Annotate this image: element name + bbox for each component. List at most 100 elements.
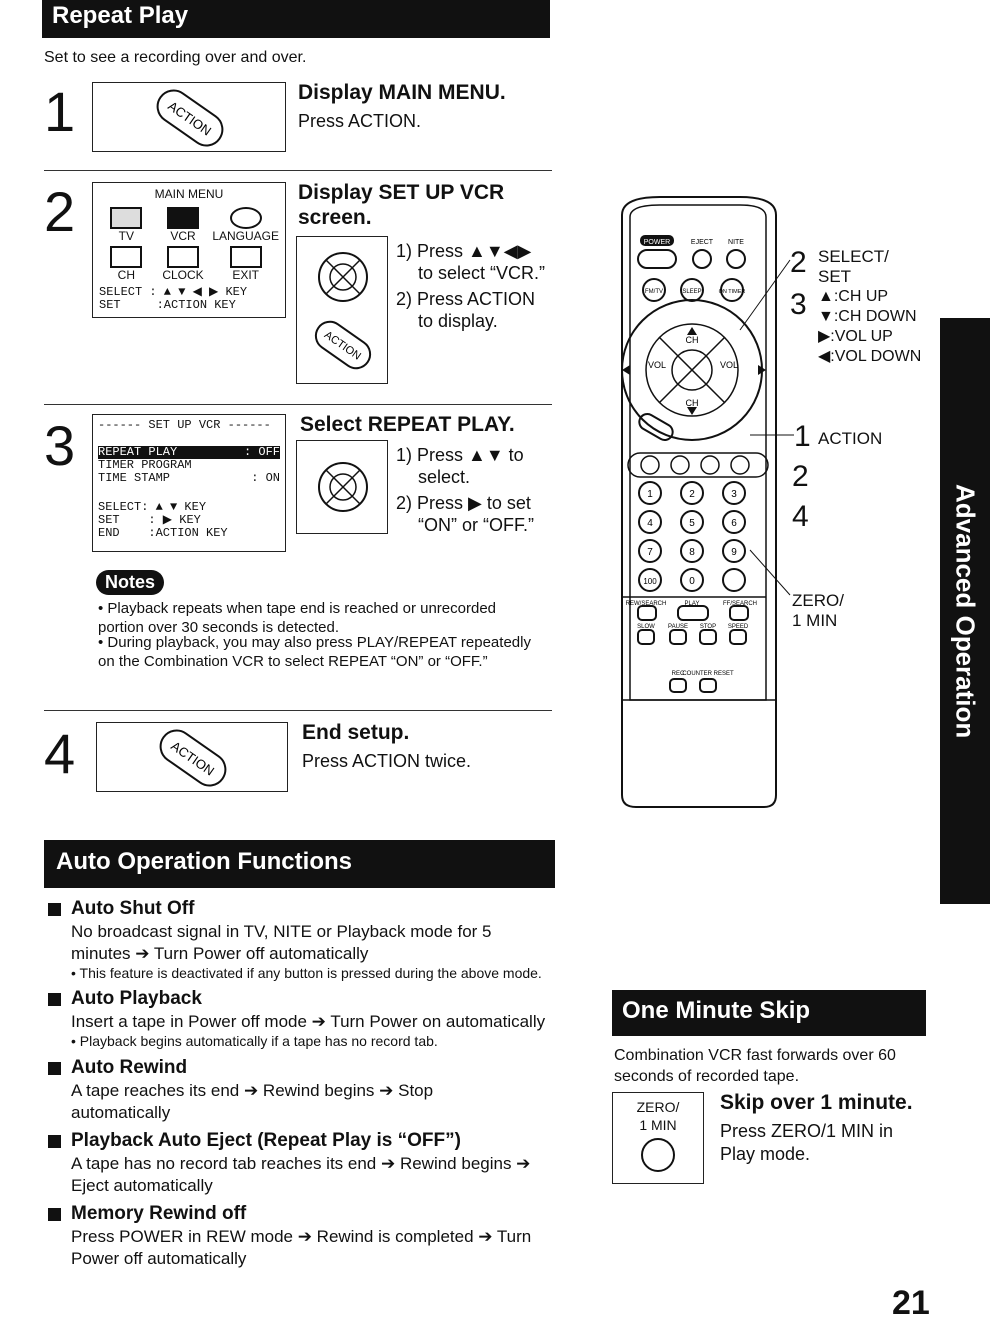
action-button[interactable] [636, 411, 675, 443]
nite-button[interactable] [726, 249, 746, 269]
list-item: Auto Rewind A tape reaches its end ➔ Rew… [48, 1057, 548, 1124]
svg-text:SPEED: SPEED [728, 624, 749, 630]
callout-2b-number: 2 [792, 460, 809, 493]
step-3-line3: 2) Press ▶ to set [396, 493, 531, 513]
vcr-menu-icon: VCR [156, 207, 211, 243]
callout-3-number: 3 [790, 288, 807, 321]
svg-text:COUNTER RESET: COUNTER RESET [682, 671, 734, 677]
index-button[interactable] [670, 455, 690, 475]
step-2-title: Display SET UP VCR screen. [298, 181, 505, 230]
main-menu-screen: MAIN MENU TV VCR LANGUAGE CH CLOCK EXIT … [92, 182, 286, 318]
callout-ch-up: ▲:CH UP [818, 288, 889, 305]
direction-pad-icon [318, 462, 368, 512]
svg-text:VOL: VOL [648, 360, 666, 370]
rec-button[interactable] [669, 678, 687, 693]
action-button-icon: ACTION [314, 320, 372, 370]
one-minute-skip-title: One Minute Skip [622, 997, 811, 1024]
svg-text:STOP: STOP [700, 624, 716, 630]
svg-text:REC: REC [672, 671, 685, 677]
fm-tv-button[interactable] [642, 278, 666, 302]
callout-ch-down: ▼:CH DOWN [818, 308, 917, 325]
one-minute-skip-intro: Combination VCR fast forwards over 60 se… [614, 1047, 896, 1085]
step-4-text: Press ACTION twice. [302, 751, 472, 771]
callout-2-number: 2 [790, 246, 807, 279]
skip-step-title: Skip over 1 minute. [720, 1091, 913, 1114]
transport-buttons[interactable] [637, 605, 749, 645]
svg-text:CH: CH [686, 398, 699, 408]
direction-pad-icon [318, 252, 368, 302]
tape-position-button[interactable] [700, 455, 720, 475]
exit-menu-icon: EXIT [212, 245, 279, 282]
one-minute-skip-header: One Minute Skip [612, 990, 926, 1036]
power-oval-button[interactable] [637, 249, 677, 269]
main-menu-title: MAIN MENU [154, 187, 224, 201]
repeat-play-intro: Set to see a recording over and over. [44, 49, 307, 66]
skip-step-text: Press ZERO/1 MIN in Play mode. [720, 1121, 894, 1165]
zero-1min-box: ZERO/ 1 MIN [612, 1092, 704, 1184]
step-3-line4: “ON” or “OFF.” [418, 515, 534, 535]
eject-button[interactable] [692, 249, 712, 269]
step-1-action-box: ACTION [92, 82, 286, 152]
step-1-number: 1 [44, 80, 76, 143]
step-3-title: Select REPEAT PLAY. [300, 413, 515, 436]
zero-1min-button[interactable] [640, 455, 660, 475]
svg-text:2: 2 [689, 489, 695, 500]
svg-text:6: 6 [731, 518, 737, 529]
language-menu-icon: LANGUAGE [212, 207, 279, 243]
counter-reset-button[interactable] [699, 678, 717, 693]
step-2-line4: to display. [418, 311, 498, 331]
notes-item: • Playback repeats when tape end is reac… [98, 600, 496, 636]
step-1-title: Display MAIN MENU. [298, 81, 506, 104]
page-number: 21 [892, 1284, 930, 1320]
bottom-labels: REC COUNTER RESET [672, 671, 734, 677]
main-menu-select-line: SELECT : ▲ ▼ ◀ ▶ KEY [99, 285, 248, 300]
svg-text:FF/SEARCH: FF/SEARCH [723, 601, 757, 607]
tv-menu-icon: TV [99, 207, 154, 243]
setup-set-line: SET : ▶ KEY [98, 513, 201, 527]
divider [44, 170, 552, 171]
bullet-square-icon [48, 903, 61, 916]
transport-labels: REW/SEARCH PLAY FF/SEARCH SLOW PAUSE STO… [626, 601, 757, 630]
step-3-line2: select. [418, 467, 471, 487]
on-timer-button[interactable] [720, 278, 744, 302]
svg-text:CH: CH [686, 335, 699, 345]
svg-text:5: 5 [689, 518, 695, 529]
svg-text:PAUSE: PAUSE [668, 624, 688, 630]
direction-pad[interactable]: CH CH VOL VOL [621, 299, 766, 441]
svg-text:FM/TV: FM/TV [645, 289, 663, 295]
setup-menu-title: ------ SET UP VCR ------ [98, 418, 271, 432]
repeat-play-header: Repeat Play [42, 0, 550, 38]
step-4-action-box: ACTION [96, 722, 288, 792]
repeat-play-title: Repeat Play [52, 2, 189, 29]
step-4-number: 4 [44, 722, 76, 785]
list-item: Auto Playback Insert a tape in Power off… [48, 988, 548, 1050]
list-item: Playback Auto Eject (Repeat Play is “OFF… [48, 1130, 548, 1197]
svg-text:SLOW: SLOW [637, 624, 655, 630]
main-menu-set-line: SET :ACTION KEY [99, 298, 236, 313]
callout-vol-up: ▶:VOL UP [818, 328, 893, 345]
power-button[interactable]: POWER [640, 235, 674, 246]
auto-ops-list: Auto Shut Off No broadcast signal in TV,… [48, 898, 548, 1270]
svg-text:9: 9 [731, 547, 737, 558]
eject-label: EJECT [691, 239, 714, 246]
callout-1-number: 1 [794, 420, 811, 453]
time-stamp-row: TIME STAMP: ON [98, 471, 280, 485]
nite-label: NITE [728, 239, 744, 246]
auto-ops-header: Auto Operation Functions [44, 840, 555, 888]
bullet-square-icon [48, 1134, 61, 1148]
display-button[interactable] [730, 455, 750, 475]
step-3-line1: 1) Press ▲▼ to [396, 445, 524, 465]
function-row [627, 452, 769, 478]
timer-program-row: TIMER PROGRAM [98, 458, 192, 472]
digit-keypad[interactable]: 1 2 3 4 5 6 7 8 9 100 0 [638, 481, 746, 592]
divider [44, 404, 552, 405]
advanced-operation-tab: Advanced Operation [940, 318, 990, 904]
remote-control-diagram: POWER EJECT NITE FM/TV SLEEP ON TIMER CH… [621, 196, 777, 808]
svg-text:8: 8 [689, 547, 695, 558]
step-4-title: End setup. [302, 721, 410, 744]
setup-select-line: SELECT: ▲ ▼ KEY [98, 500, 207, 514]
bullet-square-icon [48, 1061, 61, 1075]
divider [44, 710, 552, 711]
callout-vol-down: ◀:VOL DOWN [818, 348, 922, 365]
svg-text:1: 1 [647, 489, 653, 500]
